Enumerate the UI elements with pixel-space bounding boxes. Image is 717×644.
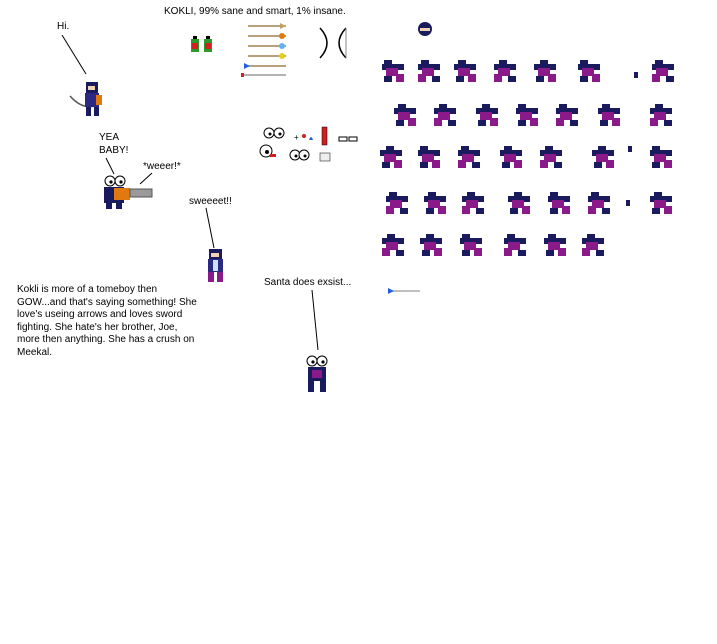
sprite-frame — [548, 192, 570, 214]
sprite-frame — [476, 104, 498, 126]
sprite-frame — [434, 104, 456, 126]
sprite-frame — [424, 192, 446, 214]
sprite-frame — [578, 60, 600, 82]
svg-text:+: + — [294, 133, 299, 142]
sprite-frame — [454, 60, 476, 82]
kokli-bow-pose — [69, 82, 102, 116]
sprite-frame — [462, 192, 484, 214]
sprite-frame — [418, 60, 440, 82]
speech-baby: BABY! — [99, 145, 129, 156]
sprite-frame — [394, 104, 416, 126]
sprite-frame — [516, 104, 538, 126]
sprite-frame — [500, 146, 522, 168]
sprite-frame — [540, 146, 562, 168]
sprite-frame — [598, 104, 620, 126]
sprite-frame — [650, 192, 672, 214]
kokli-chainsaw-pose — [104, 175, 153, 209]
sprite-frame — [650, 146, 672, 168]
character-description: Kokli is more of a tomeboy then GOW...an… — [17, 284, 197, 358]
sprite-frame — [494, 60, 516, 82]
sprite-frame — [592, 146, 614, 168]
kokli-santa-pose — [306, 355, 328, 392]
sprite-frame — [504, 234, 526, 256]
sprite-frame — [582, 234, 604, 256]
sprite-frame — [386, 192, 408, 214]
sprite-frame — [508, 192, 530, 214]
arrow-icon — [241, 23, 286, 77]
speech-santa: Santa does exsist... — [264, 277, 352, 288]
kokli-sword-pose — [208, 249, 223, 282]
potion-icon — [191, 36, 212, 52]
sprite-frame — [418, 146, 440, 168]
speech-weeer: *weeer!* — [143, 161, 181, 172]
sprite-frame — [544, 234, 566, 256]
sprite-frame — [460, 234, 482, 256]
sprite-frame — [534, 60, 556, 82]
sprite-frame — [420, 234, 442, 256]
sprite-frame — [382, 60, 404, 82]
eyes-icon: + — [259, 126, 358, 162]
sprite-fragment — [628, 146, 632, 152]
sprite-frame — [650, 104, 672, 126]
speech-yea: YEA — [99, 132, 120, 143]
sprite-fragment — [634, 72, 638, 78]
sprite-frame — [380, 146, 402, 168]
bow-icon — [319, 27, 347, 59]
sprite-frame — [382, 234, 404, 256]
speech-hi: Hi. — [57, 21, 70, 32]
sprite-frame — [458, 146, 480, 168]
sprite-frame — [588, 192, 610, 214]
small-arrow-icon — [388, 288, 420, 294]
sprite-frame — [652, 60, 674, 82]
head-icon — [418, 22, 432, 36]
sprite-fragment — [626, 200, 630, 206]
sprite-frame — [556, 104, 578, 126]
speech-sweeet: sweeeet!! — [189, 196, 232, 207]
sheet-title: KOKLI, 99% sane and smart, 1% insane. — [164, 6, 346, 17]
